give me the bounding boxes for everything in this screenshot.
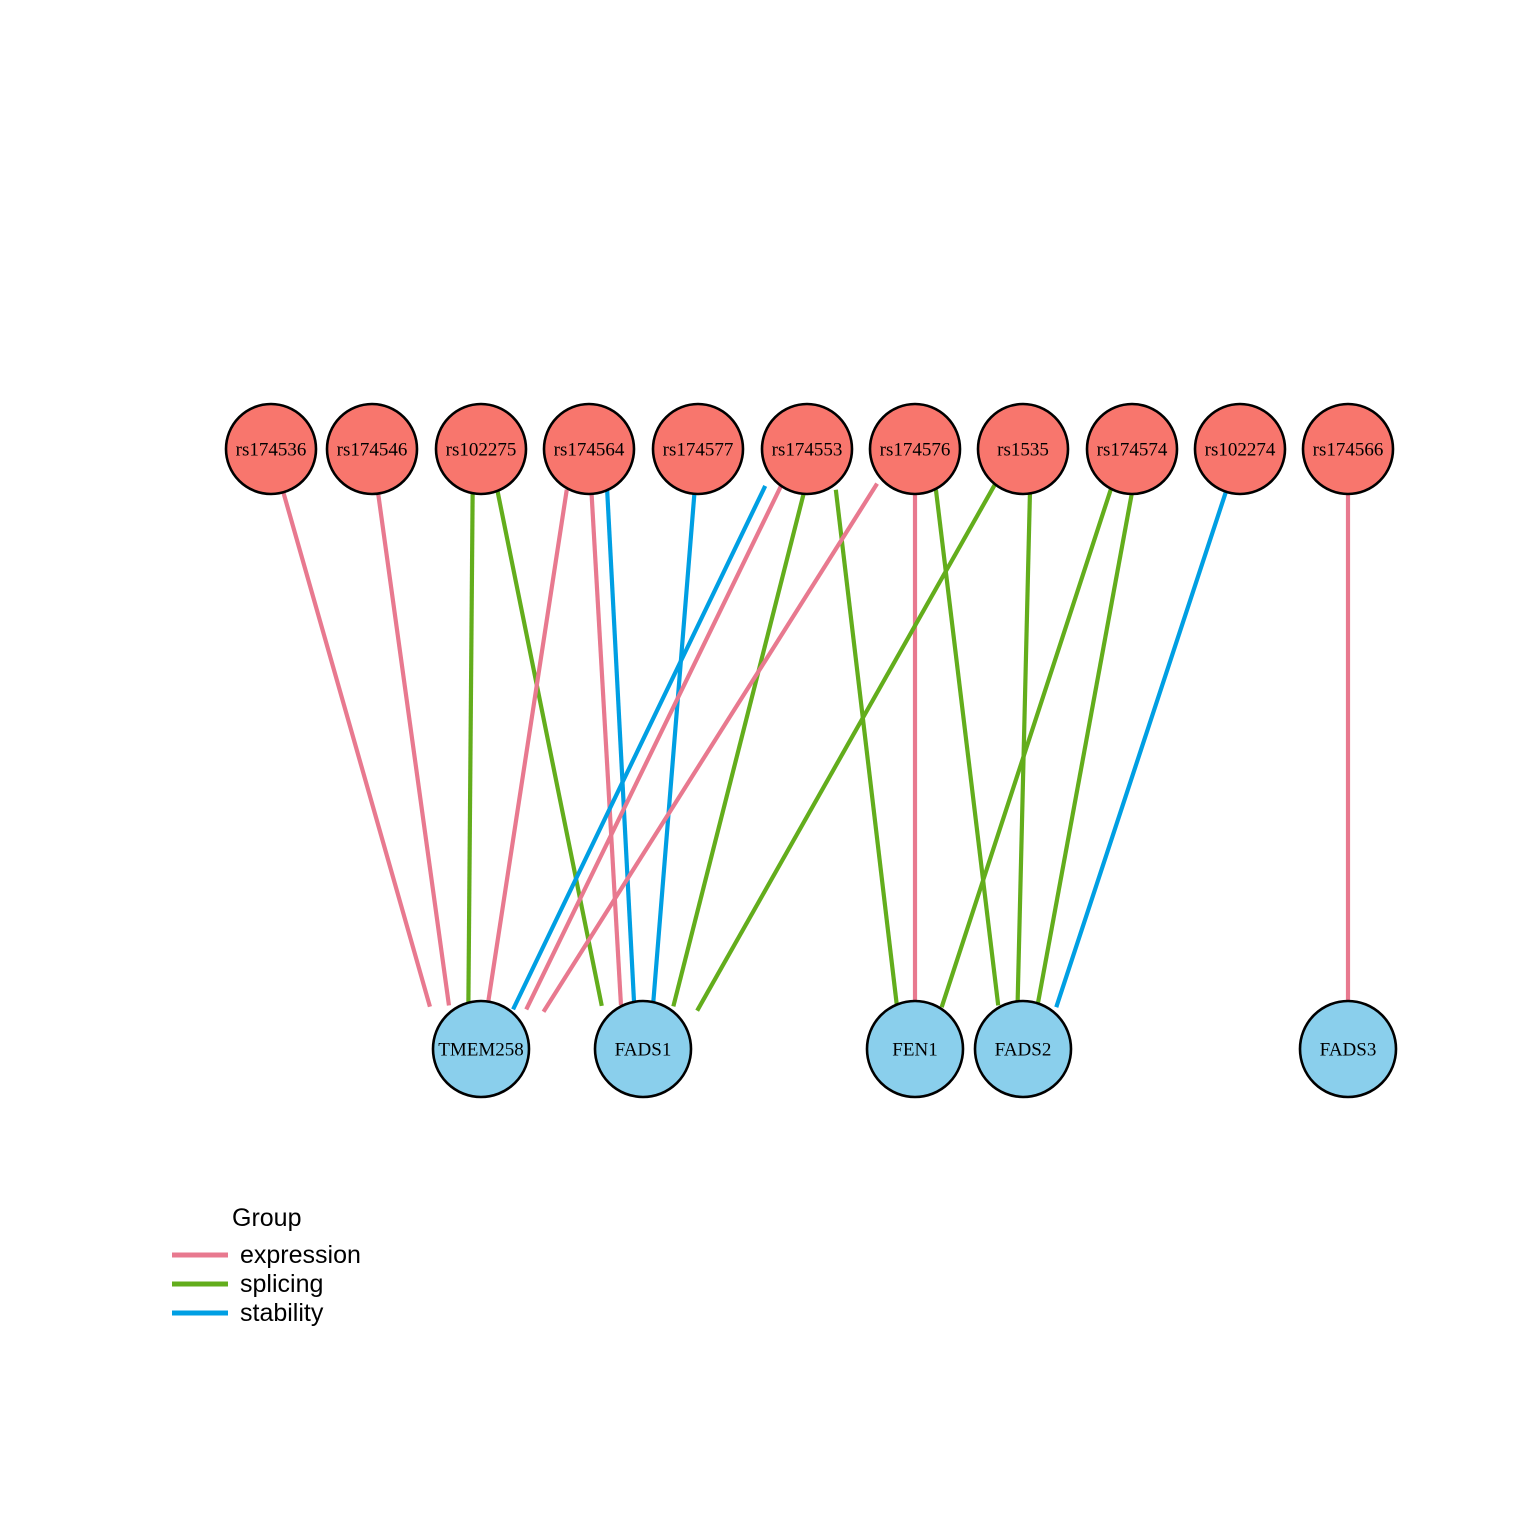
node-label: FEN1	[892, 1040, 937, 1061]
node-label: rs174553	[772, 440, 843, 461]
gene-node-FADS1[interactable]: FADS1	[593, 999, 693, 1099]
snp-node-rs102274[interactable]: rs102274	[1193, 402, 1287, 496]
node-label: rs174577	[663, 440, 734, 461]
node-label: rs174576	[880, 440, 951, 461]
network-edge	[933, 489, 1001, 1006]
snp-node-rs174564[interactable]: rs174564	[542, 402, 636, 496]
network-edge	[650, 489, 697, 1006]
node-label: rs174566	[1313, 440, 1384, 461]
node-circle[interactable]	[593, 999, 693, 1099]
network-edge	[671, 488, 807, 1007]
nodes-layer: rs174536 rs174546 rs102275 rs174564 rs174577…	[224, 402, 1398, 1099]
node-circle[interactable]	[434, 402, 528, 496]
node-circle[interactable]	[1193, 402, 1287, 496]
network-edge	[280, 487, 432, 1008]
network-edge	[485, 489, 569, 1006]
node-circle[interactable]	[868, 402, 962, 496]
snp-node-rs174576[interactable]: rs174576	[868, 402, 962, 496]
network-edge	[589, 489, 624, 1006]
node-circle[interactable]	[976, 402, 1070, 496]
legend-label-expression: expression	[240, 1241, 361, 1269]
gene-node-FEN1[interactable]: FEN1	[865, 999, 965, 1099]
node-circle[interactable]	[431, 999, 531, 1099]
network-edge	[524, 484, 783, 1011]
node-label: FADS2	[995, 1040, 1052, 1061]
node-circle[interactable]	[1301, 402, 1395, 496]
network-edge	[695, 483, 997, 1012]
edges-layer	[280, 482, 1351, 1013]
node-label: FADS3	[1320, 1040, 1377, 1061]
snp-node-rs174536[interactable]: rs174536	[224, 402, 318, 496]
node-circle[interactable]	[973, 999, 1073, 1099]
snp-node-rs1535[interactable]: rs1535	[976, 402, 1070, 496]
node-circle[interactable]	[651, 402, 745, 496]
node-circle[interactable]	[325, 402, 419, 496]
network-edge	[541, 482, 879, 1013]
node-circle[interactable]	[1085, 402, 1179, 496]
node-label: rs174574	[1097, 440, 1168, 461]
snp-node-rs174574[interactable]: rs174574	[1085, 402, 1179, 496]
snp-node-rs174566[interactable]: rs174566	[1301, 402, 1395, 496]
snp-node-rs102275[interactable]: rs102275	[434, 402, 528, 496]
network-edge	[1035, 488, 1135, 1007]
network-edge	[511, 485, 768, 1011]
node-circle[interactable]	[760, 402, 854, 496]
node-label: rs102275	[446, 440, 517, 461]
network-edge	[495, 488, 604, 1007]
node-label: rs174536	[236, 440, 307, 461]
gene-node-TMEM258[interactable]: TMEM258	[431, 999, 531, 1099]
node-label: FADS1	[615, 1040, 672, 1061]
snp-node-rs174553[interactable]: rs174553	[760, 402, 854, 496]
legend-label-stability: stability	[240, 1299, 324, 1327]
node-label: rs174564	[554, 440, 625, 461]
network-edge	[375, 489, 452, 1006]
gene-node-FADS3[interactable]: FADS3	[1298, 999, 1398, 1099]
network-edge	[1015, 489, 1033, 1006]
node-circle[interactable]	[865, 999, 965, 1099]
node-label: TMEM258	[438, 1040, 524, 1061]
network-edge	[1054, 487, 1230, 1008]
network-edge	[833, 489, 899, 1006]
network-edge	[466, 489, 475, 1006]
legend-label-splicing: splicing	[240, 1270, 323, 1298]
node-label: rs174546	[337, 440, 408, 461]
node-label: rs1535	[997, 440, 1049, 461]
gene-node-FADS2[interactable]: FADS2	[973, 999, 1073, 1099]
node-label: rs102274	[1205, 440, 1276, 461]
network-edge	[605, 489, 637, 1006]
legend-title: Group	[232, 1204, 301, 1232]
snp-node-rs174577[interactable]: rs174577	[651, 402, 745, 496]
network-edge	[939, 487, 1114, 1008]
node-circle[interactable]	[1298, 999, 1398, 1099]
snp-node-rs174546[interactable]: rs174546	[325, 402, 419, 496]
node-circle[interactable]	[542, 402, 636, 496]
node-circle[interactable]	[224, 402, 318, 496]
